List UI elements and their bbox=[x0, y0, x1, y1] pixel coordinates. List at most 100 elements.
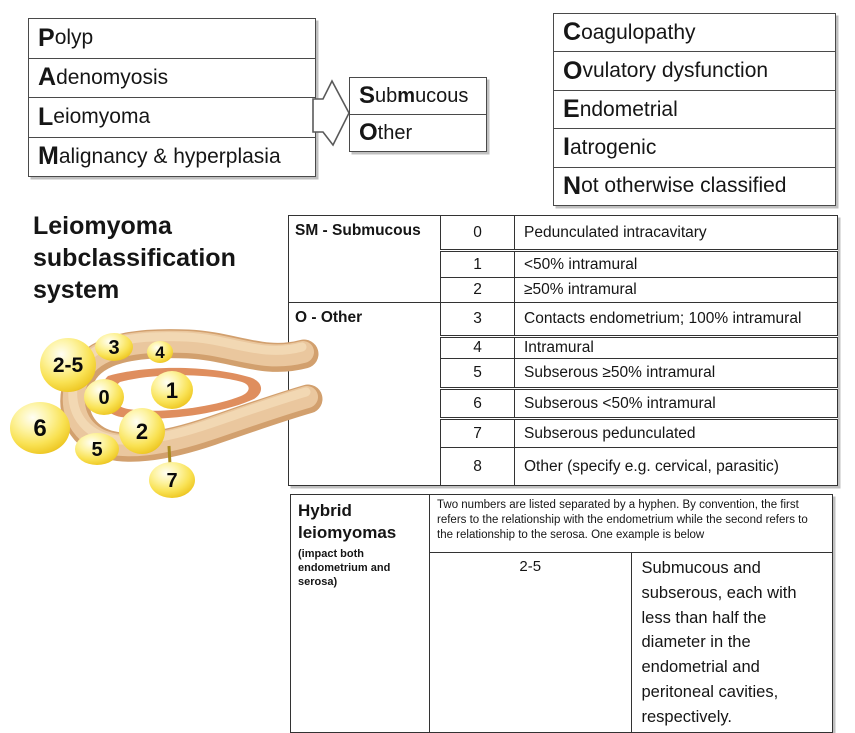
table-row: Hybrid leiomyomas (impact both endometri… bbox=[290, 493, 833, 733]
table-row: 5 Subserous ≥50% intramural bbox=[289, 358, 838, 390]
table-cell-desc: Subserous pedunculated bbox=[514, 418, 838, 448]
classification-table: SM - Submucous 0 Pedunculated intracavit… bbox=[288, 215, 838, 486]
palm-lead-letter: M bbox=[38, 142, 59, 171]
table-cell-category: O - Other bbox=[288, 302, 441, 486]
fibroid-ball-shape bbox=[147, 341, 173, 363]
smo-lead-letter: S bbox=[359, 82, 376, 109]
palm-item-label: denomyosis bbox=[56, 65, 169, 89]
coein-lead-letter: N bbox=[563, 171, 582, 200]
table-row: 2 ≥50% intramural bbox=[289, 277, 838, 303]
fibroid-ball-label: 3 bbox=[108, 337, 119, 359]
figure-title: Leiomyoma subclassification system bbox=[33, 212, 236, 304]
coein-lead-letter: I bbox=[563, 133, 570, 162]
fibroid-ball-shape bbox=[75, 433, 119, 465]
coein-lead-letter: O bbox=[563, 56, 583, 85]
fibroid-ball-shape bbox=[95, 333, 133, 361]
fibroid-ball-2-5: 2-5 bbox=[40, 338, 96, 392]
palm-item-label: alignancy & hyperplasia bbox=[58, 144, 281, 168]
fibroid-ball-label: 2-5 bbox=[53, 354, 84, 377]
hybrid-example-num: 2-5 bbox=[429, 551, 632, 733]
table-row: O - Other 3 Contacts endometrium; 100% i… bbox=[288, 302, 838, 486]
coein-lead-letter: C bbox=[563, 18, 582, 47]
coein-item-label: atrogenic bbox=[569, 135, 657, 159]
table-row: SM - Submucous 0 Pedunculated intracavit… bbox=[288, 215, 838, 303]
hybrid-subtitle: (impact both endometrium and serosa) bbox=[298, 548, 391, 589]
hybrid-title: Hybrid leiomyomas bbox=[298, 501, 397, 543]
table-cell-desc: Intramural bbox=[514, 336, 838, 359]
table-cell-num: 0 bbox=[440, 215, 515, 252]
smo-item-label: ub bbox=[375, 84, 398, 107]
smo-item-label: ther bbox=[377, 121, 413, 144]
hybrid-example-desc: Submucous and subserous, each with less … bbox=[630, 551, 833, 733]
fibroid-ball-2: 2 bbox=[119, 408, 165, 454]
fibroid-ball-0: 0 bbox=[84, 379, 124, 415]
fibroid-ball-5: 5 bbox=[75, 433, 119, 465]
hybrid-table: Hybrid leiomyomas (impact both endometri… bbox=[290, 493, 833, 733]
fibroid-ball-shape bbox=[84, 379, 124, 415]
coein-item-label: ndometrial bbox=[579, 97, 678, 121]
fibroid-ball-shape bbox=[149, 462, 195, 498]
table-cell-num: 6 bbox=[440, 388, 515, 420]
coein-lead-letter: E bbox=[563, 95, 580, 124]
table-cell-category: SM - Submucous bbox=[288, 215, 441, 303]
coein-item-label: vulatory dysfunction bbox=[582, 59, 769, 83]
pedunculated-stalk bbox=[167, 445, 172, 466]
smo-bold-letter: m bbox=[397, 84, 416, 107]
table-row: 4 Intramural bbox=[289, 336, 838, 359]
table-row: 8 Other (specify e.g. cervical, parasiti… bbox=[289, 447, 838, 486]
table-cell-desc: <50% intramural bbox=[514, 250, 838, 278]
smo-lead-letter: O bbox=[359, 119, 378, 146]
flow-arrow bbox=[312, 79, 350, 147]
fibroid-ball-1: 1 bbox=[151, 371, 193, 409]
uterus-illustration: 2-5 3 4 0 1 6 2 5 bbox=[10, 329, 323, 498]
fibroid-ball-label: 6 bbox=[33, 415, 46, 442]
table-cell-desc: ≥50% intramural bbox=[514, 277, 838, 303]
coein-item-label: ot otherwise classified bbox=[581, 174, 787, 198]
uterus-wall bbox=[62, 330, 318, 457]
table-cell-num: 1 bbox=[440, 250, 515, 278]
uterine-cavity bbox=[113, 375, 249, 411]
fibroid-ball-shape bbox=[151, 371, 193, 409]
fibroid-ball-shape bbox=[40, 338, 96, 392]
palm-item-label: olyp bbox=[54, 26, 94, 50]
table-cell-num: 7 bbox=[440, 418, 515, 448]
fibroid-ball-7: 7 bbox=[149, 462, 195, 498]
palm-lead-letter: A bbox=[38, 63, 57, 92]
fibroid-ball-label: 7 bbox=[166, 470, 177, 492]
table-cell-num: 3 bbox=[440, 302, 515, 338]
fibroid-ball-label: 5 bbox=[91, 439, 102, 461]
flow-arrow-shape bbox=[312, 79, 350, 147]
fibroid-ball-3: 3 bbox=[95, 333, 133, 361]
fibroid-ball-label: 0 bbox=[98, 387, 109, 409]
table-cell-desc: Contacts endometrium; 100% intramural bbox=[514, 302, 838, 338]
table-cell-desc: Subserous <50% intramural bbox=[514, 388, 838, 420]
fibroid-ball-shape bbox=[119, 408, 165, 454]
table-cell-num: 4 bbox=[440, 336, 515, 359]
fibroid-ball-label: 4 bbox=[155, 343, 165, 362]
table-row: 6 Subserous <50% intramural bbox=[289, 388, 838, 420]
table-cell-num: 5 bbox=[440, 358, 515, 390]
table-cell-num: 2 bbox=[440, 277, 515, 303]
fibroid-ball-shape bbox=[10, 402, 70, 454]
fibroid-ball-label: 1 bbox=[166, 378, 178, 403]
table-cell-num: 8 bbox=[440, 447, 515, 486]
fibroid-ball-label: 2 bbox=[136, 419, 148, 444]
table-cell-desc: Subserous ≥50% intramural bbox=[514, 358, 838, 390]
smo-item-label: ucous bbox=[415, 84, 469, 107]
uterus-wall-highlight bbox=[68, 332, 311, 445]
fibroid-ball-6: 6 bbox=[10, 402, 70, 454]
